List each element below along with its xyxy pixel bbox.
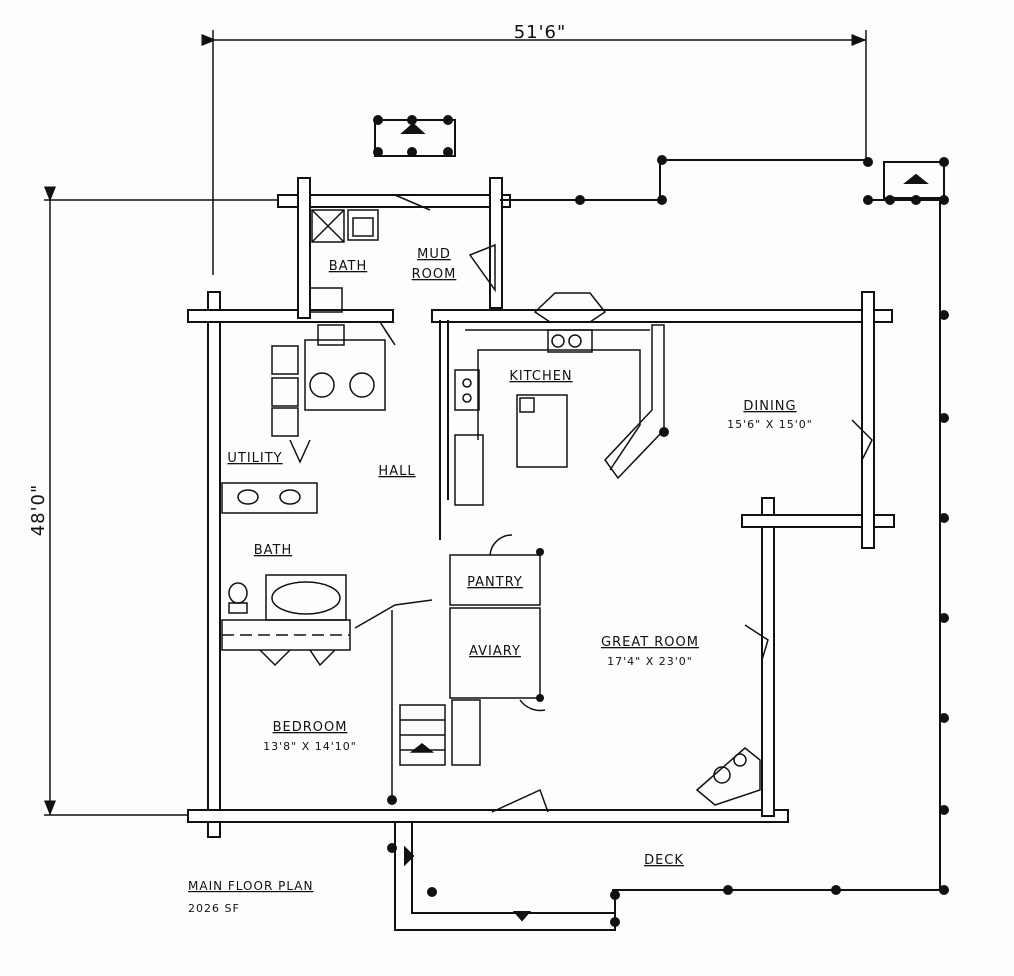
room-label-aviary: AVIARY <box>469 644 521 659</box>
room-label-bedroom: BEDROOM <box>273 720 348 735</box>
caption-title: MAIN FLOOR PLAN <box>188 879 313 893</box>
room-label-dining: DINING <box>743 399 796 414</box>
utility-fixtures <box>271 324 386 437</box>
south-deck-rail <box>394 822 616 931</box>
exterior-walls <box>187 177 895 838</box>
room-label-bath-lower: BATH <box>254 543 293 558</box>
room-label-bath-upper: BATH <box>329 259 368 274</box>
caption-area: 2026 SF <box>188 902 240 915</box>
room-label-deck: DECK <box>644 853 684 868</box>
room-label-mud-room: ROOM <box>412 267 457 282</box>
depth-dimension-label: 48'0" <box>28 484 49 537</box>
room-size-bedroom: 13'8" X 14'10" <box>263 740 357 753</box>
room-label-utility: UTILITY <box>227 451 282 466</box>
depth-dimension-line <box>44 186 280 816</box>
room-size-dining: 15'6" X 15'0" <box>727 418 813 431</box>
kitchen-layout <box>454 292 665 506</box>
width-dimension-label: 51'6" <box>514 22 567 43</box>
width-dimension-line <box>201 30 867 275</box>
room-label-mud: MUD <box>417 247 451 262</box>
room-label-pantry: PANTRY <box>467 575 523 590</box>
deck-posts <box>373 115 949 927</box>
fireplace <box>695 747 761 806</box>
room-label-great-room: GREAT ROOM <box>601 635 699 650</box>
pantry-aviary-stairs <box>391 534 546 800</box>
lower-bath-fixtures <box>221 482 351 651</box>
room-label-hall: HALL <box>378 464 415 479</box>
upper-bath-fixtures <box>309 209 379 313</box>
room-label-kitchen: KITCHEN <box>509 369 572 384</box>
door-swings <box>259 194 873 813</box>
room-size-great-room: 17'4" X 23'0" <box>607 655 693 668</box>
